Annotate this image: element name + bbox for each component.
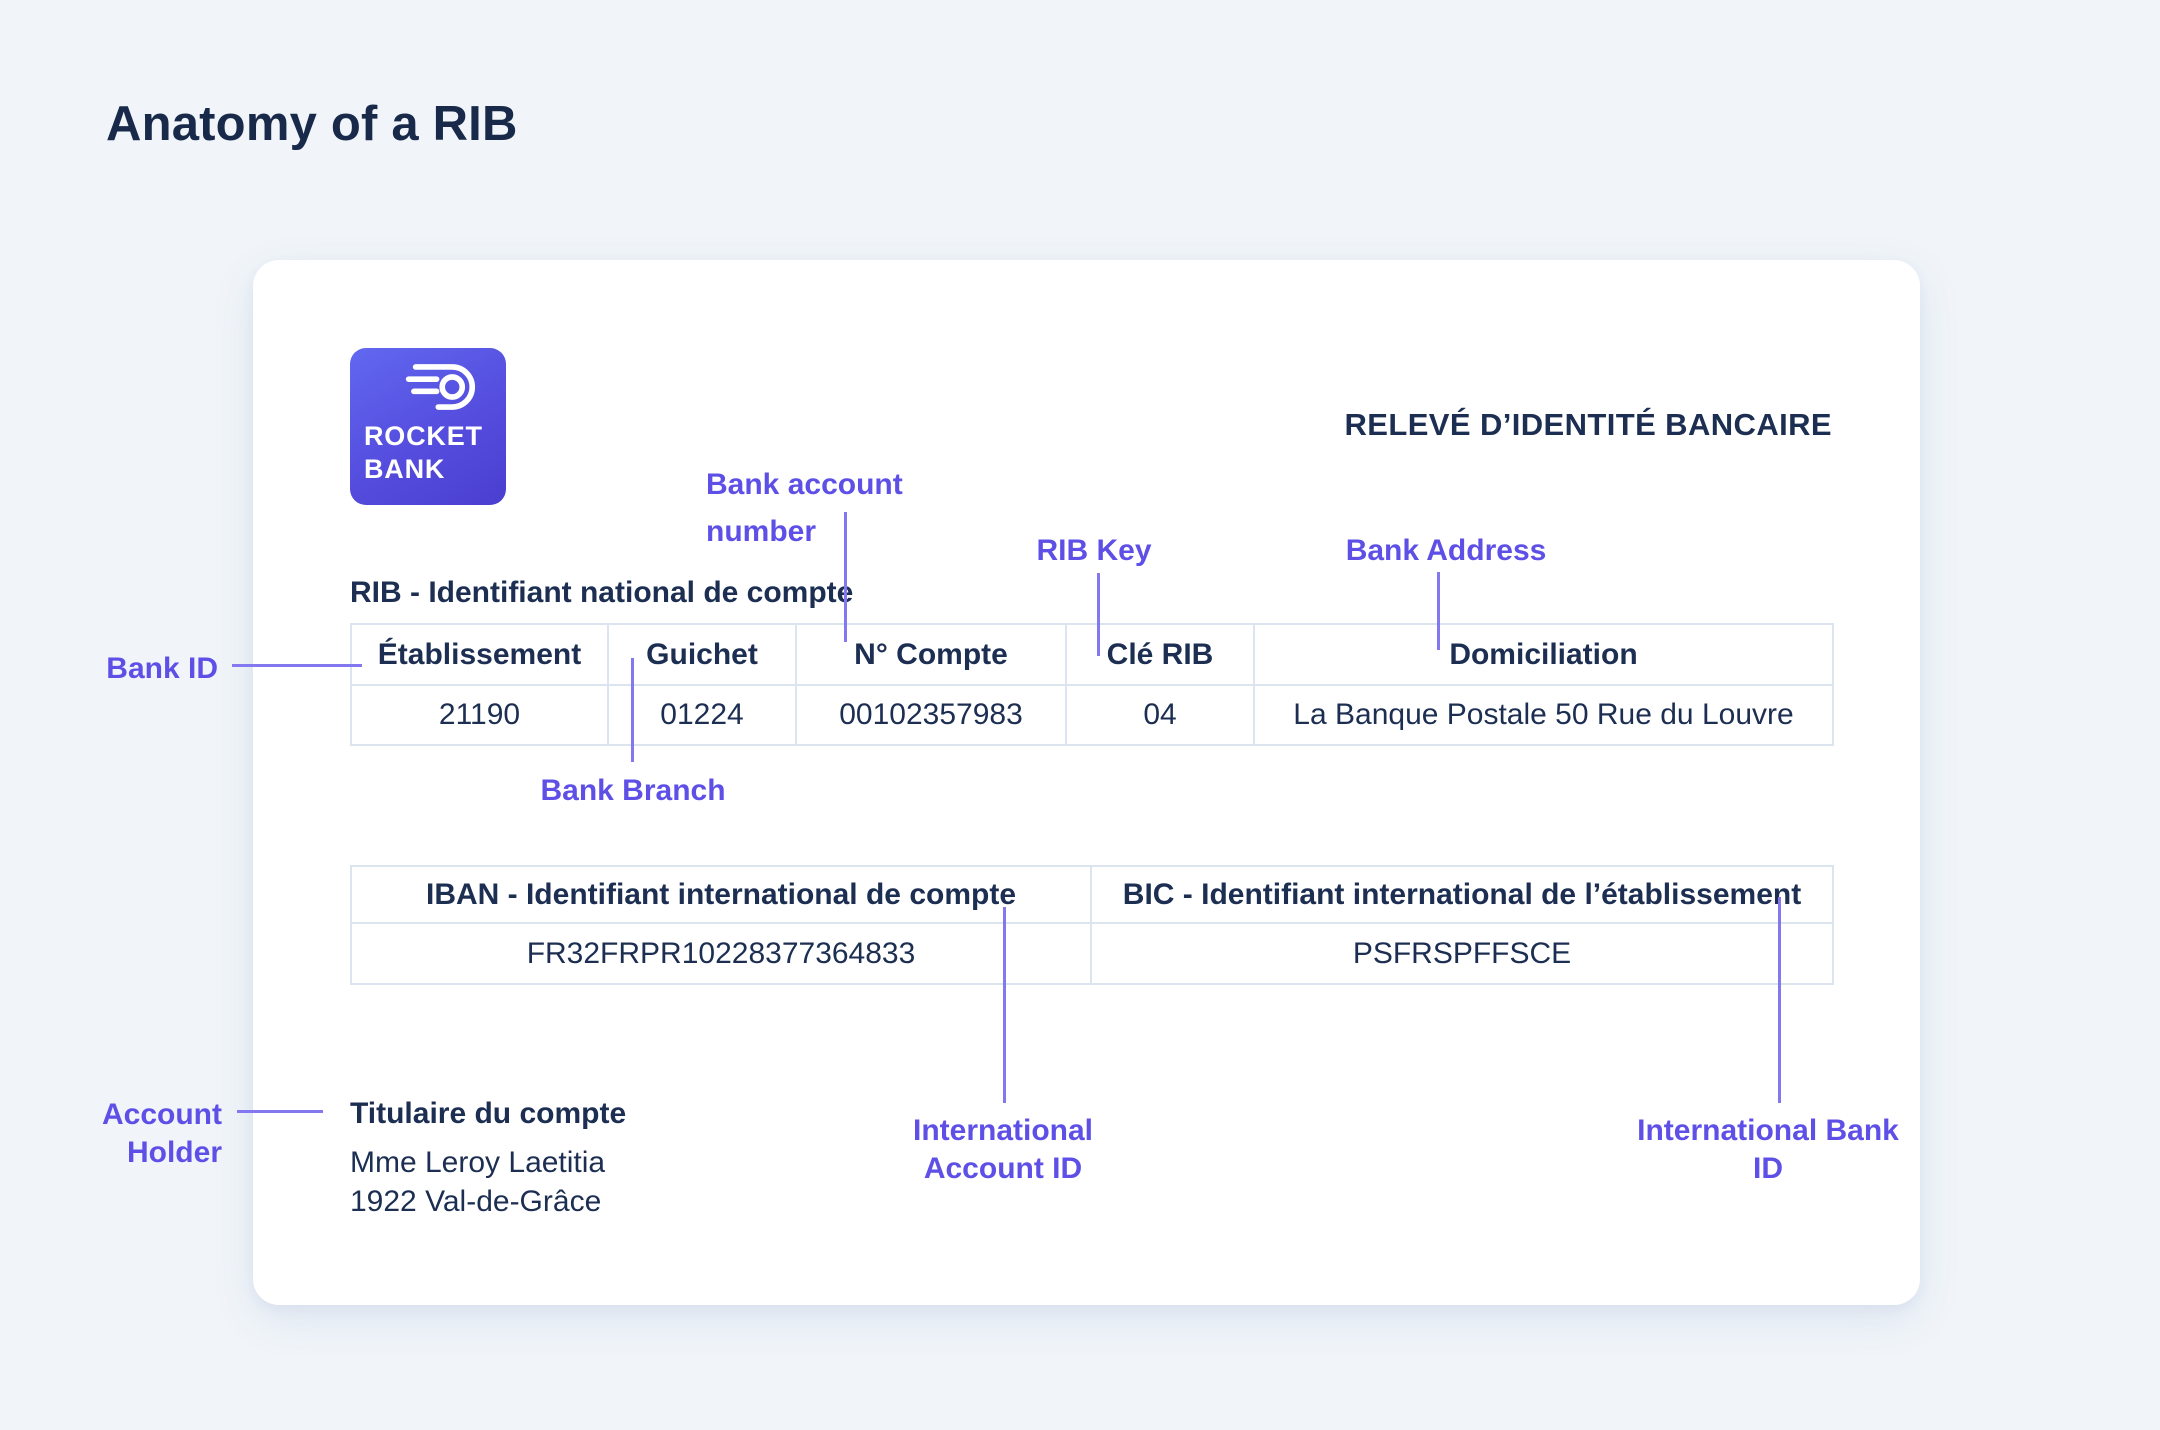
rib-national-table: Établissement Guichet N° Compte Clé RIB …	[350, 623, 1834, 746]
bank-branch-connector-line	[631, 658, 634, 762]
col-header-cle-rib: Clé RIB	[1067, 625, 1255, 684]
bank-logo: ROCKET BANK	[350, 348, 506, 505]
logo-text-rocket: ROCKET	[364, 421, 483, 451]
col-header-n-compte: N° Compte	[797, 625, 1067, 684]
annotation-rib-key: RIB Key	[1036, 534, 1152, 567]
value-cle-rib: 04	[1067, 684, 1255, 744]
logo-wordmark: ROCKET BANK	[364, 420, 483, 486]
value-etablissement: 21190	[352, 684, 609, 744]
international-table: IBAN - Identifiant international de comp…	[350, 865, 1834, 985]
col-header-etablissement: Établissement	[352, 625, 609, 684]
value-n-compte: 00102357983	[797, 684, 1067, 744]
value-guichet: 01224	[609, 684, 797, 744]
annotation-bank-account-number: Bank account number	[706, 468, 903, 548]
annotation-bank-address: Bank Address	[1345, 534, 1547, 567]
bank-id-connector-line	[232, 664, 362, 667]
holder-name: Mme Leroy Laetitia	[350, 1146, 606, 1179]
annotation-account-holder: Account Holder	[102, 1098, 222, 1169]
annotation-bank-branch: Bank Branch	[540, 774, 726, 807]
col-header-domiciliation: Domiciliation	[1449, 637, 1638, 671]
rib-table-label: RIB - Identifiant national de compte	[350, 576, 854, 609]
account-holder-connector-line	[237, 1110, 323, 1113]
col-header-iban: IBAN - Identifiant international de comp…	[352, 867, 1092, 922]
bank-address-connector-line	[1437, 572, 1440, 650]
value-iban: FR32FRPR10228377364833	[352, 922, 1092, 983]
international-account-id-connector-line	[1003, 907, 1006, 1103]
page-title: Anatomy of a RIB	[106, 97, 518, 151]
annotation-international-bank-id: International Bank ID	[1637, 1114, 1899, 1185]
bank-account-number-connector-line	[844, 512, 847, 642]
international-bank-id-connector-line	[1778, 897, 1781, 1103]
holder-address: 1922 Val-de-Grâce	[350, 1185, 602, 1218]
rib-card: ROCKET BANK	[253, 260, 1920, 1305]
annotation-international-account-id: International Account ID	[912, 1114, 1093, 1185]
rocket-comet-icon	[405, 364, 476, 410]
rib-key-connector-line	[1097, 573, 1100, 656]
annotation-bank-id: Bank ID	[106, 652, 218, 685]
value-bic: PSFRSPFFSCE	[1092, 922, 1832, 983]
col-header-bic: BIC - Identifiant international de l’éta…	[1122, 877, 1802, 911]
value-domiciliation: La Banque Postale 50 Rue du Louvre	[1255, 684, 1832, 744]
document-heading: RELEVÉ D’IDENTITÉ BANCAIRE	[1344, 407, 1832, 442]
col-header-guichet: Guichet	[609, 625, 797, 684]
holder-label: Titulaire du compte	[350, 1097, 627, 1130]
logo-text-bank: BANK	[364, 454, 446, 484]
